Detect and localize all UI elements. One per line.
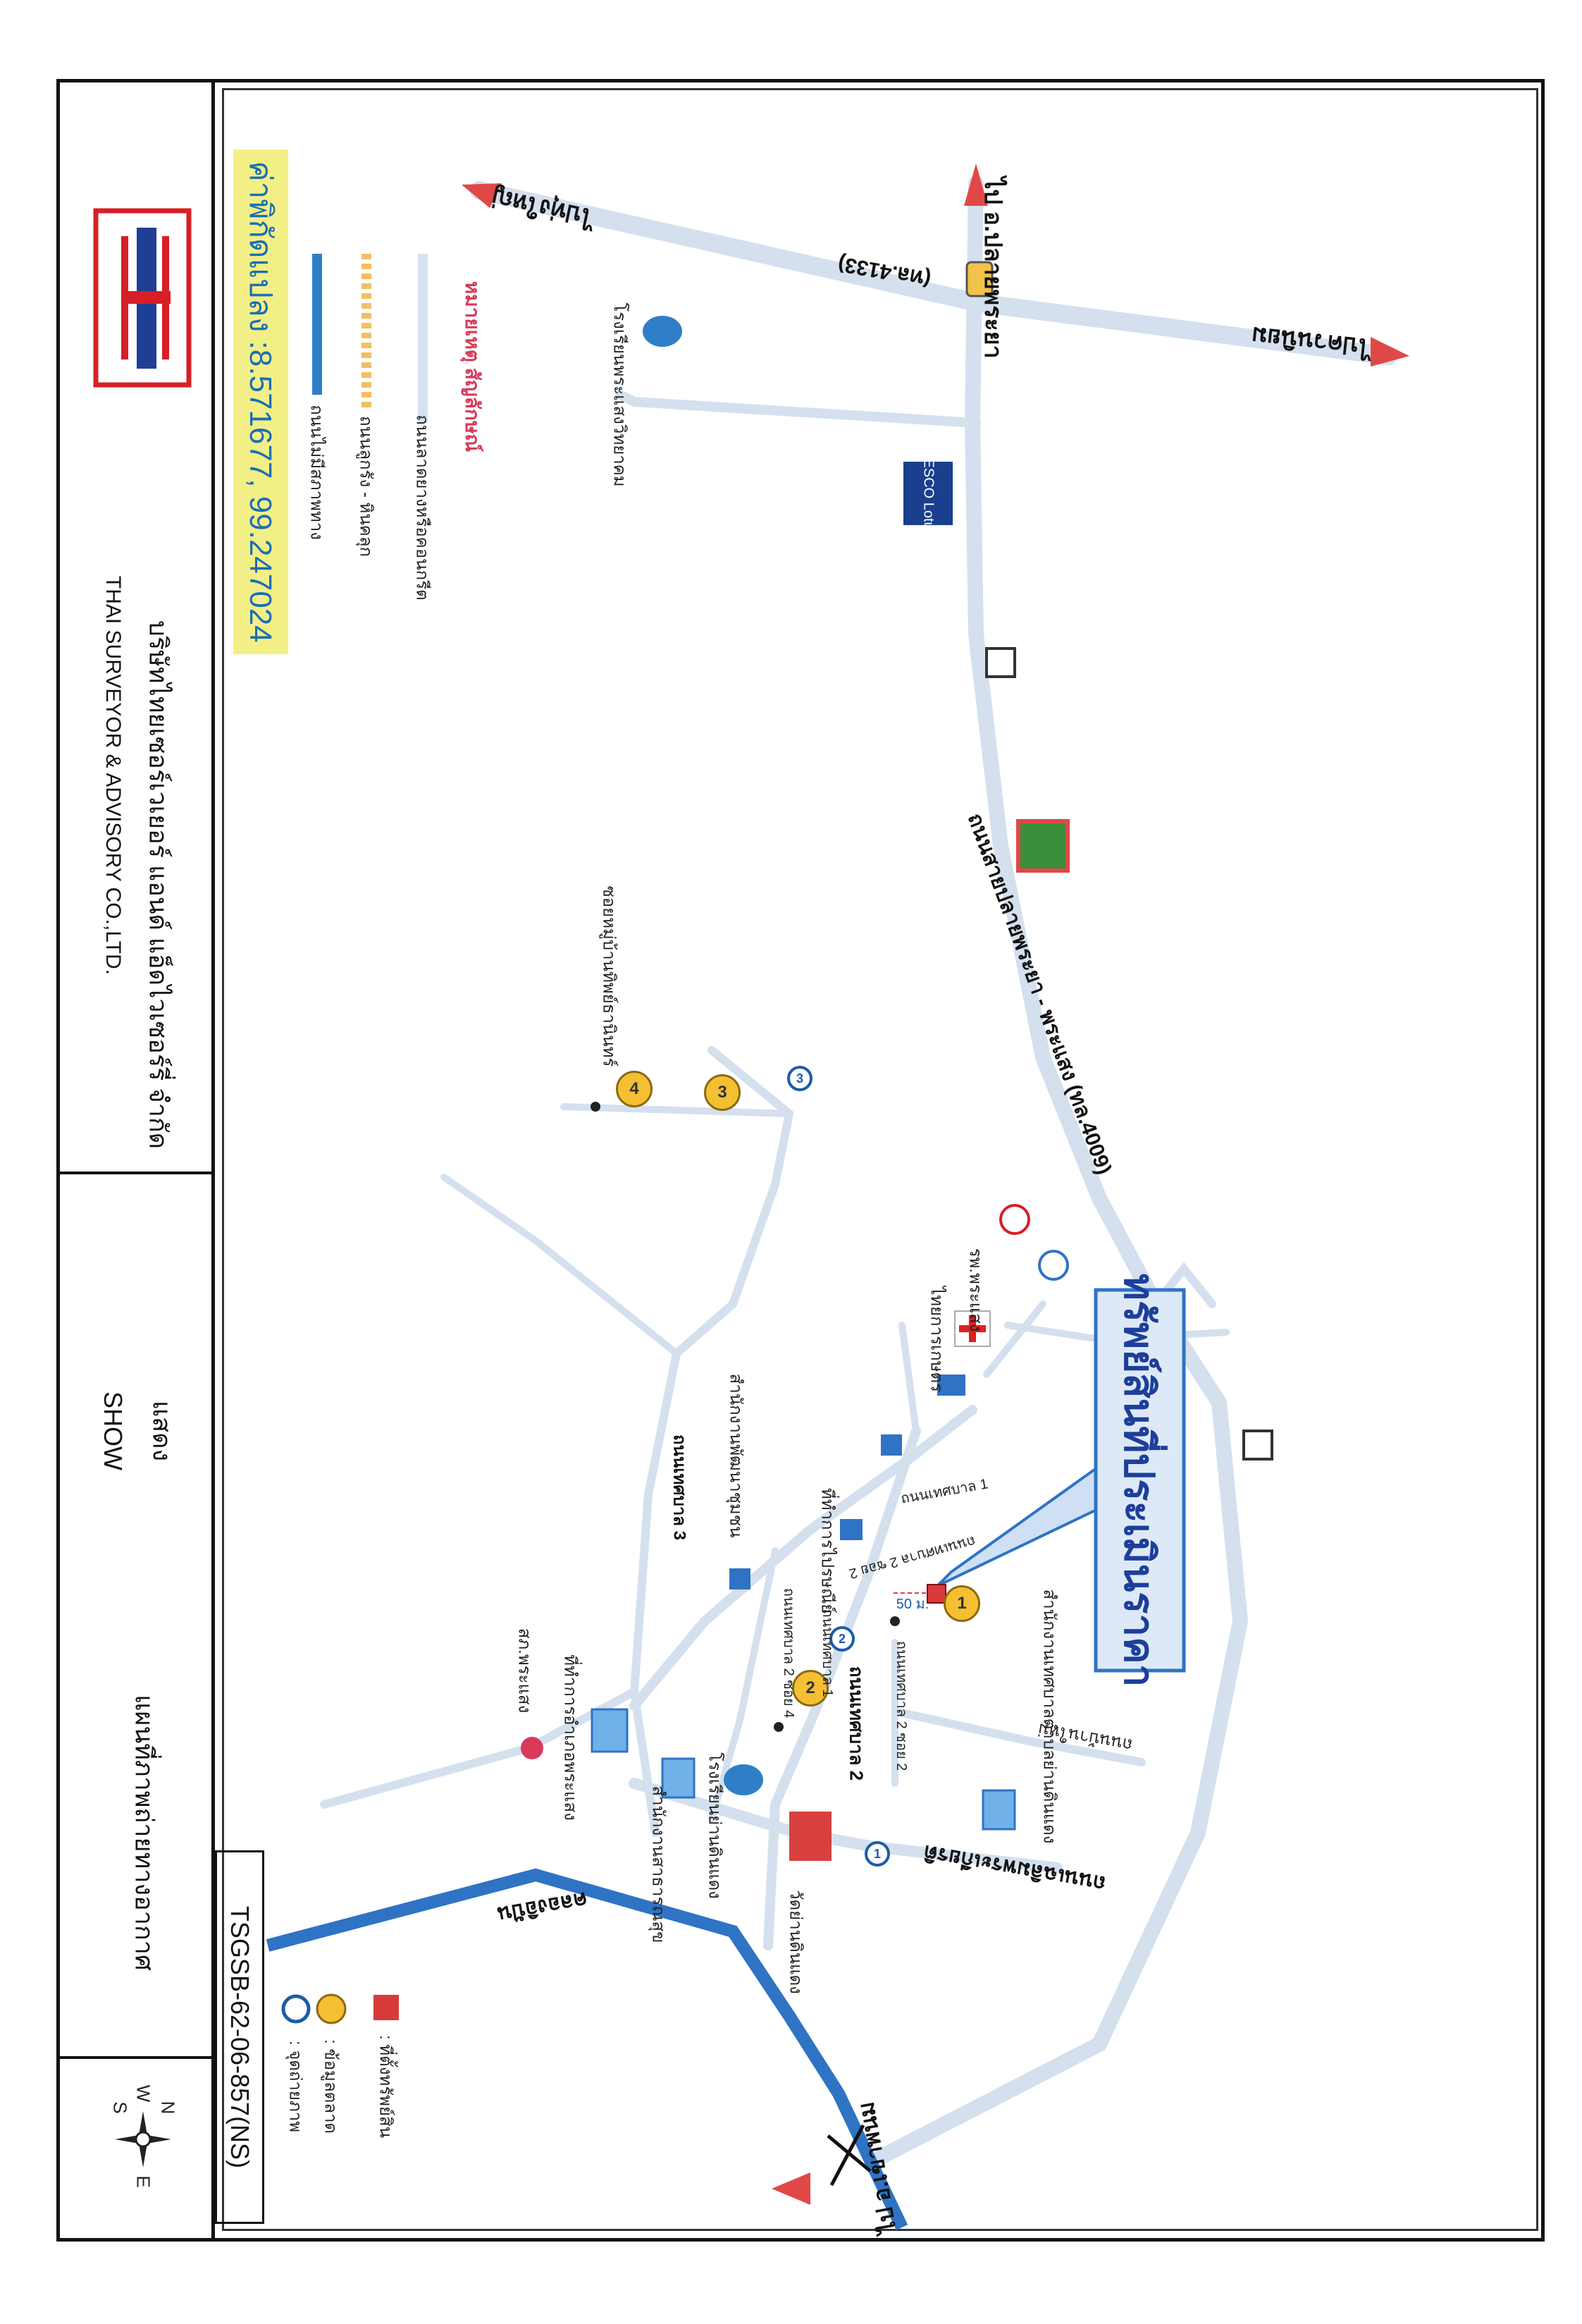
direction-up: ไป อ.ปลายพระยา: [980, 177, 1006, 359]
road-label-tessaban2-soi2: ถนนเทศบาล 2 ซอย 2: [894, 1640, 909, 1771]
photo-point-2[interactable]: 2: [829, 1626, 855, 1652]
road-police: [320, 1687, 638, 1809]
bank-icon: [937, 1375, 965, 1396]
government-building-icon: [661, 1757, 696, 1799]
legend-symbol-subject: : ที่ตั้งทรัพย์สิน: [376, 2034, 395, 2139]
road-4009: [873, 176, 1249, 2165]
police-icon: [521, 1737, 543, 1759]
legend-symbol-market: : ข้อมูลตลาด: [321, 2039, 340, 2134]
road-branch: [983, 1301, 1046, 1378]
place-tesco: TESCO Lotus: [920, 450, 937, 537]
orange-circle-icon: [316, 1993, 347, 2024]
compass-rose: N S E W: [104, 2085, 182, 2189]
arrow-left: [462, 183, 502, 208]
road-banmai: [898, 1709, 1146, 1766]
road-label-tessaban2: ถนนเทศบาล 2: [846, 1666, 867, 1781]
place-office2: ที่ทำการไปรษณีย์: [817, 1487, 837, 1614]
road-label-soi-moo: ซอยหมู่บ้านทิพย์ธานินทร์: [599, 885, 619, 1067]
place-hospital: รพ.พระแสง: [965, 1248, 985, 1332]
market-marker-3[interactable]: 3: [704, 1074, 741, 1111]
road-school: [615, 390, 981, 428]
subject-label: ทรัพย์สินที่ประเมินราคา: [1116, 1273, 1162, 1687]
outer-frame: [56, 79, 1545, 2242]
place-office4: สำนักงานสาธารณสุข: [648, 1785, 668, 1943]
seven-eleven-icon: [1016, 819, 1070, 873]
arrow-up: [964, 164, 988, 206]
legend-item-none: ถนนไม่มีสภาพทาง: [307, 405, 326, 540]
road-soi-moo: [560, 1103, 793, 1117]
arrow-bottom: [772, 2172, 810, 2205]
place-office3: สำนักงานพัฒนาชุมชน: [726, 1373, 746, 1538]
distance-label: 50 ม.: [896, 1597, 929, 1612]
title-block: [60, 82, 215, 2238]
road-label-tessaban3: ถนนเทศบาล 3: [669, 1434, 689, 1541]
place-police: สภ.พระแสง: [514, 1628, 534, 1714]
road-soi2: [898, 1322, 920, 1434]
road-tessaban2: [763, 1426, 921, 1950]
police-box-icon: [1038, 1250, 1069, 1281]
place-bank: ไทยการเกษตร: [927, 1286, 946, 1392]
fuel-station-icon: [985, 647, 1016, 678]
place-temple: วัดย่านดินแดง: [786, 1890, 805, 1994]
government-building-icon: [591, 1708, 629, 1753]
red-square-icon: [373, 1995, 399, 2020]
canal-khlong-ipan: [266, 1868, 908, 2230]
company-logo: [93, 208, 192, 388]
government-building-icon: [982, 1789, 1016, 1831]
school-icon: [643, 316, 682, 347]
bridge-icon: [827, 2124, 872, 2187]
photo-point-3[interactable]: 3: [787, 1066, 812, 1091]
emergency-icon: [999, 1204, 1030, 1235]
place-office1: สำนักงานเทศบาลตำบลย่านดินแดง: [1039, 1589, 1059, 1844]
map-frame: [222, 88, 1538, 2231]
post-office-icon: [840, 1519, 863, 1540]
tesco-icon: [903, 462, 953, 525]
road-tessaban2-soi4: [708, 1547, 779, 1822]
road-label-tessaban1b: ถนนเทศบาล 1: [820, 1609, 835, 1697]
legend-item-paved: ถนนลาดยางหรือคอนกรีต: [412, 414, 432, 601]
temple-icon: [789, 1812, 832, 1861]
road-label-tessaban2-soi4: ถนนเทศบาล 2 ซอย 4: [781, 1587, 796, 1719]
subject-label-box: [1094, 1288, 1186, 1673]
legend-item-gravel: ถนนลูกรัง - หินคลุก: [356, 415, 376, 558]
road-tessaban1: [629, 1405, 977, 1711]
report-id: TSGSB-62-06-857(NS): [225, 1905, 254, 2169]
road-west: [440, 1174, 680, 1357]
road-tessaban3: [629, 1046, 794, 1837]
traffic-light-icon: [965, 261, 994, 297]
market-marker-2[interactable]: 2: [792, 1670, 829, 1707]
school-icon: [724, 1764, 763, 1795]
arrow-right: [1371, 337, 1409, 367]
photo-point-1[interactable]: 1: [865, 1841, 890, 1867]
fuel-station-icon: [1242, 1430, 1273, 1461]
place-school2: โรงเรียนย่านดินแดง: [705, 1752, 724, 1899]
market-marker-4[interactable]: 4: [616, 1071, 653, 1107]
legend-title: หมายเหตุ สัญลักษณ์: [462, 281, 483, 453]
place-district-office: ที่ทำการอำเภอพระแสง: [560, 1654, 580, 1821]
title-divider: [60, 1172, 211, 1174]
legend-symbol-photo: : จุดถ่ายภาพ: [285, 2040, 305, 2133]
coordinates-label: ค่าพิกัดแปลง :8.571677, 99.247024: [233, 149, 288, 654]
report-id-box: [215, 1850, 264, 2224]
compass-icon: [115, 2111, 171, 2168]
market-marker-1[interactable]: 1: [944, 1585, 980, 1622]
title-divider: [60, 2056, 211, 2059]
office-icon: [729, 1568, 750, 1590]
atm-icon: [881, 1434, 902, 1456]
place-school1: โรงเรียนพระแสงวิทยาคม: [610, 302, 629, 487]
photo-point-icon: [281, 1994, 311, 2024]
